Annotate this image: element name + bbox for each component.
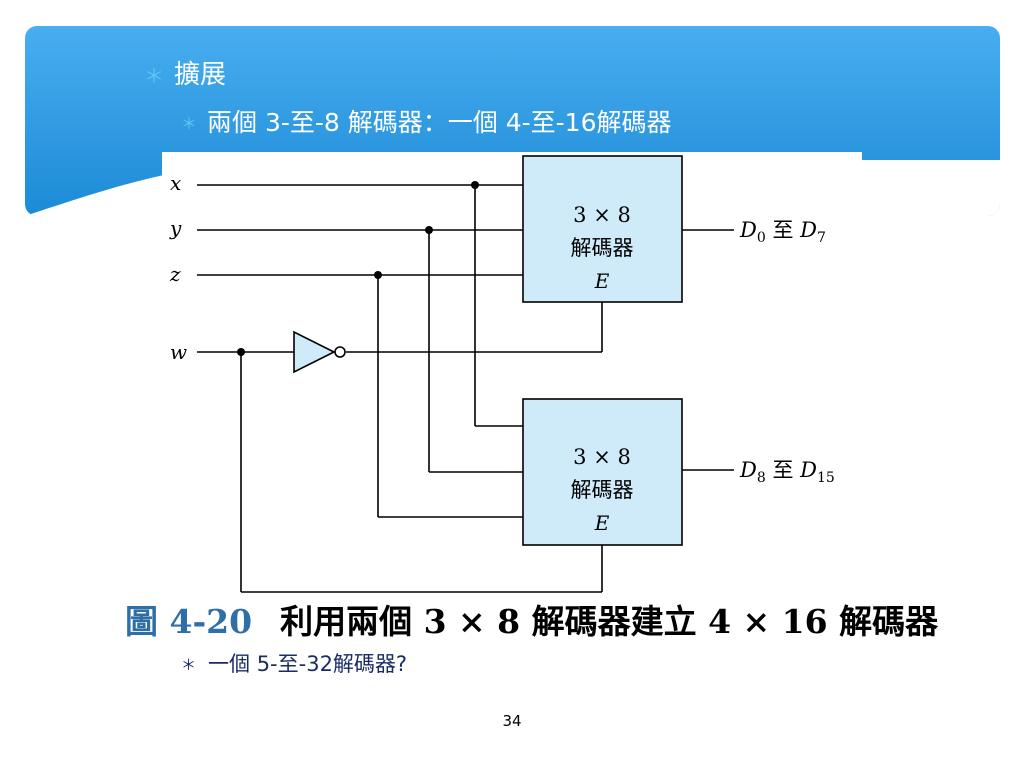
- input-label-w: w: [170, 340, 187, 364]
- decoder-bottom-size: 3 × 8: [573, 445, 631, 469]
- inverter-triangle: [293, 330, 336, 374]
- output-label-bottom: D8 至 D15: [739, 458, 835, 486]
- junction-dot: [425, 226, 433, 234]
- bullet-level2: ＊ 兩個 3-至-8 解碼器：一個 4-至-16解碼器: [181, 108, 671, 139]
- bullet-star-icon: ＊: [181, 656, 197, 674]
- input-label-z: z: [169, 262, 181, 286]
- bullet-question: ＊ 一個 5-至-32解碼器?: [181, 651, 407, 678]
- decoder-bottom: 3 × 8 解碼器 E: [522, 398, 683, 546]
- input-label-x: x: [170, 171, 181, 195]
- decoder-circuit-diagram: x y z w 3 × 8 解碼器 E: [162, 152, 862, 602]
- output-label-top: D0 至 D7: [739, 218, 826, 246]
- bullet3-text: 一個 5-至-32解碼器?: [208, 652, 408, 676]
- decoder-top-box: [522, 155, 683, 303]
- input-label-y: y: [169, 216, 182, 240]
- page-number: 34: [502, 712, 522, 730]
- bullet-star-icon: ＊: [144, 63, 164, 88]
- junction-dot: [237, 348, 245, 356]
- decoder-top-size: 3 × 8: [573, 203, 631, 227]
- decoder-bottom-name: 解碼器: [571, 478, 634, 502]
- bullet2-text: 兩個 3-至-8 解碼器：一個 4-至-16解碼器: [207, 108, 672, 137]
- figure-title: 利用兩個 3 × 8 解碼器建立 4 × 16 解碼器: [280, 602, 939, 641]
- bullet1-text: 擴展: [174, 60, 227, 90]
- decoder-top: 3 × 8 解碼器 E: [522, 155, 683, 303]
- wires: [197, 184, 734, 593]
- junction-dot: [374, 271, 382, 279]
- figure-caption: 圖 4-20 利用兩個 3 × 8 解碼器建立 4 × 16 解碼器: [125, 602, 938, 642]
- junction-dots: [237, 181, 479, 356]
- junction-dot: [471, 181, 479, 189]
- inverter-gate: [293, 330, 346, 374]
- bullet-star-icon: ＊: [181, 114, 198, 133]
- decoder-bottom-enable: E: [594, 511, 610, 535]
- decoder-top-name: 解碼器: [571, 236, 634, 260]
- figure-number: 圖 4-20: [125, 602, 253, 641]
- decoder-top-enable: E: [594, 269, 610, 293]
- inverter-bubble: [334, 346, 346, 358]
- diagram-background: [162, 152, 862, 602]
- decoder-bottom-box: [522, 398, 683, 546]
- bullet-level1: ＊ 擴展: [144, 60, 226, 91]
